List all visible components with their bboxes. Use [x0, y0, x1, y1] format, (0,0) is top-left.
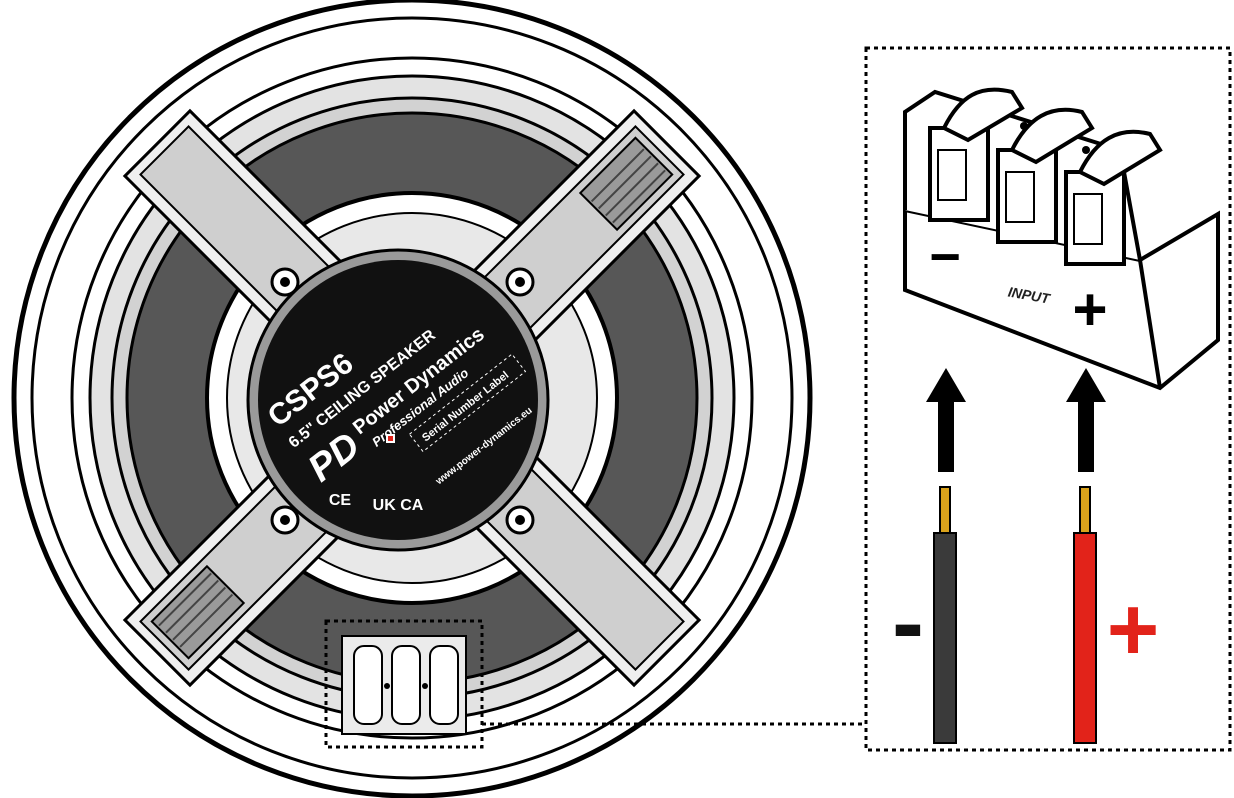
terminal-plus-mark: + — [1072, 276, 1107, 343]
terminal-lever-left — [353, 645, 383, 725]
positive-wire — [1073, 486, 1097, 744]
negative-wire — [933, 486, 957, 744]
speaker-label-plate: CSPS6 6.5" CEILING SPEAKER Power Dynamic… — [246, 248, 550, 552]
clamp-bottom-right[interactable] — [578, 136, 674, 232]
negative-wire-conductor — [939, 486, 951, 534]
terminal-input-label: INPUT — [1007, 284, 1053, 307]
terminal-lever-2 — [1009, 107, 1095, 165]
terminal-minus-mark: − — [929, 227, 961, 287]
ukca-mark: UK CA — [373, 497, 424, 514]
ce-mark: CE — [329, 492, 352, 509]
terminal-detail-view: − INPUT + - + — [864, 46, 1232, 752]
insertion-arrows — [926, 368, 1106, 472]
terminal-lever-1 — [941, 87, 1025, 143]
negative-wire-insulation — [933, 532, 957, 744]
terminal-lever-right — [429, 645, 459, 725]
arrow-up-icon — [1066, 368, 1106, 472]
label-plate-disc — [258, 260, 538, 540]
positive-wire-insulation — [1073, 532, 1097, 744]
mounting-screws — [270, 267, 535, 535]
speaker-terminal-block[interactable] — [324, 619, 484, 749]
speaker-rear-view: CSPS6 6.5" CEILING SPEAKER Power Dynamic… — [11, 0, 866, 798]
positive-polarity-symbol: + — [1107, 580, 1160, 680]
negative-polarity-symbol: - — [892, 569, 924, 676]
clamp-top-left[interactable] — [150, 564, 246, 660]
positive-wire-conductor — [1079, 486, 1091, 534]
arrow-up-icon — [926, 368, 966, 472]
terminal-lever-middle — [391, 645, 421, 725]
terminal-highlight-box — [324, 619, 484, 749]
terminal-lever-3 — [1077, 129, 1163, 187]
input-terminal[interactable]: − INPUT + — [903, 87, 1220, 391]
